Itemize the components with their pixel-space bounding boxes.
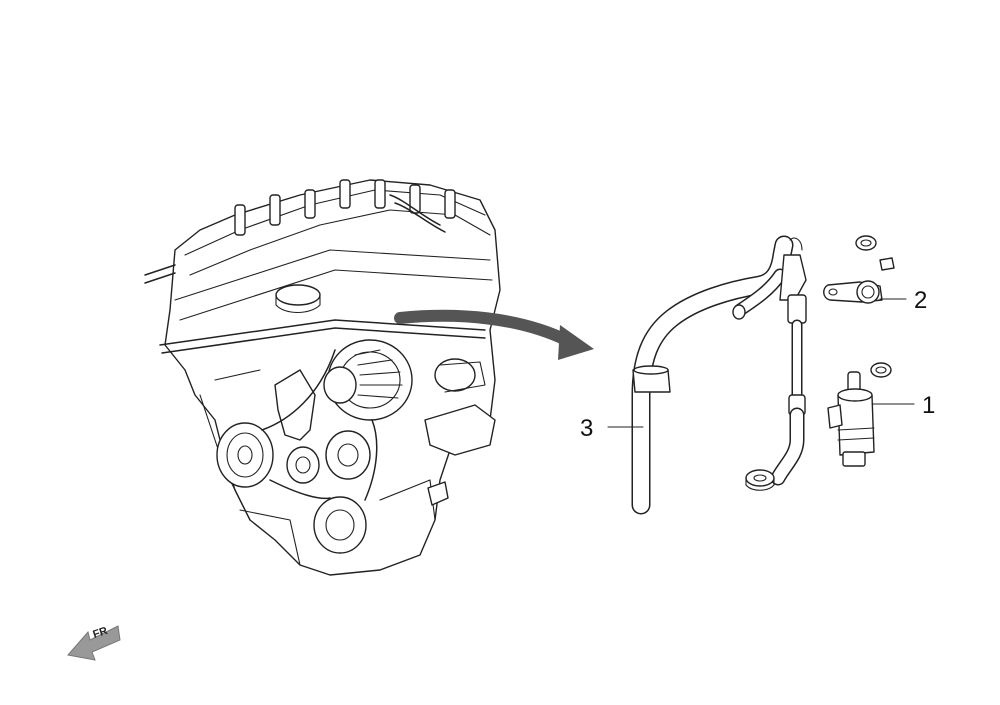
front-direction-arrow-icon [67,625,121,661]
alternator [323,339,413,421]
part-2-hose-clamp [823,235,895,304]
part-1-vent-valve [827,362,892,467]
injector-row [234,179,456,236]
crankshaft-pulley [216,422,274,488]
assembly-direction-arrow [394,309,594,360]
callout-label-3: 3 [580,415,594,442]
hose-clamp-nut [745,469,775,491]
small-vent-hose [770,294,807,486]
callout-label-1: 1 [922,392,936,419]
part-3-vent-hose [631,235,807,515]
engine-assembly-illustration [144,179,501,576]
callout-label-2: 2 [914,287,928,314]
